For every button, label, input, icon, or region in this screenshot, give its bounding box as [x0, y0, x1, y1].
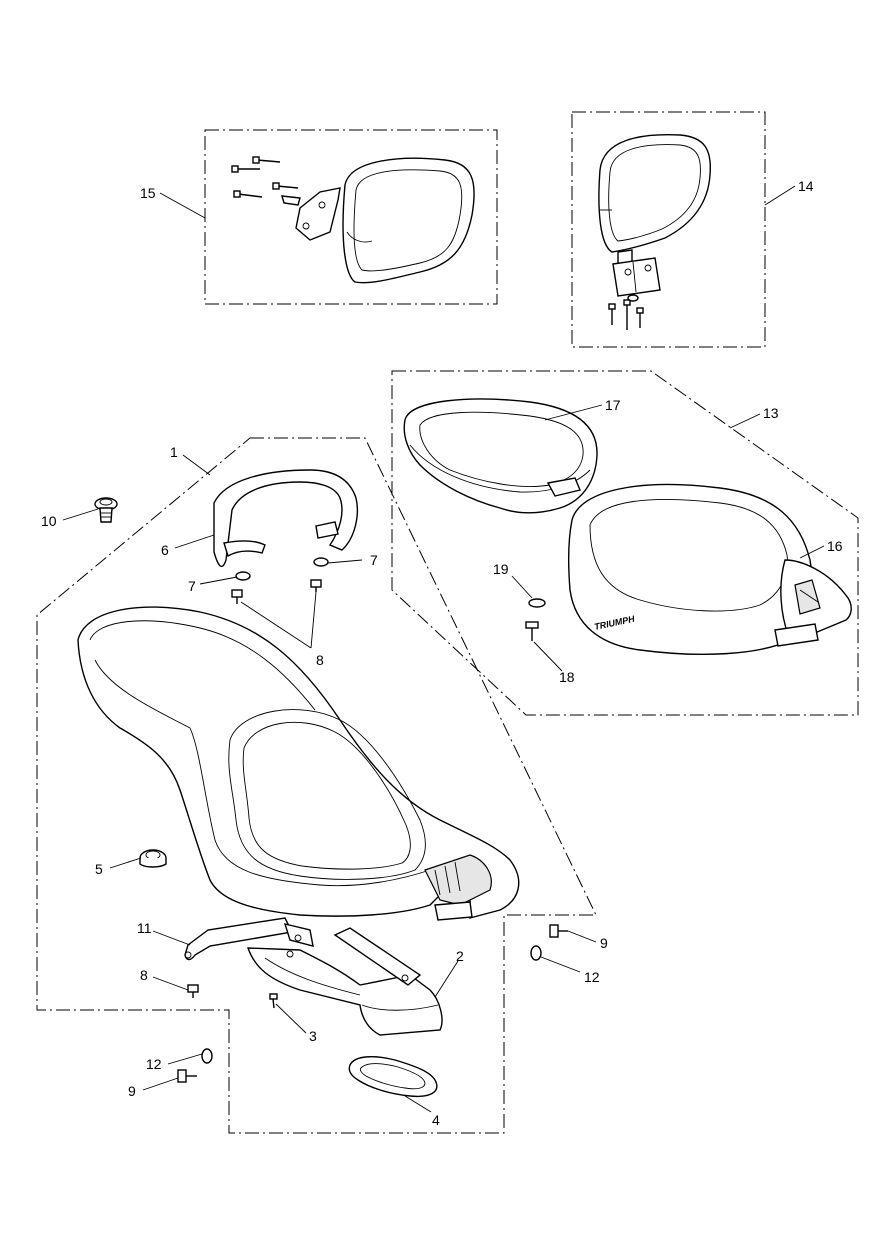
- label-6: 6: [161, 542, 169, 558]
- grab-rail-6: [213, 469, 359, 568]
- label-19: 19: [493, 561, 509, 577]
- dual-seat-1: [77, 606, 520, 921]
- label-9-left: 9: [128, 1083, 136, 1099]
- gasket-4: [348, 1056, 438, 1098]
- bracket-11: [184, 917, 314, 961]
- washer-12-left: [201, 1048, 213, 1064]
- group-15-boundary: [204, 129, 498, 305]
- label-12-left: 12: [146, 1056, 162, 1072]
- label-12-right: 12: [584, 969, 600, 985]
- washer-12-right: [530, 945, 542, 961]
- label-3: 3: [309, 1028, 317, 1044]
- bolt-9-right: [549, 924, 568, 938]
- label-14: 14: [798, 178, 814, 194]
- pillion-seat-17: [403, 398, 598, 514]
- washer-7-left: [235, 571, 251, 581]
- label-8-upper: 8: [316, 652, 324, 668]
- backrest-15-assembly: [231, 156, 475, 284]
- bolt-8-left: [231, 589, 243, 604]
- undertray-2: [246, 927, 443, 1036]
- solo-seat-16: TRIUMPH: [567, 483, 852, 655]
- bolt-9-left: [177, 1069, 197, 1083]
- label-7-right: 7: [370, 552, 378, 568]
- label-8-lower: 8: [140, 967, 148, 983]
- label-17: 17: [605, 397, 621, 413]
- label-15: 15: [140, 185, 156, 201]
- group-13-boundary: [391, 370, 859, 716]
- label-7-left: 7: [188, 578, 196, 594]
- label-16: 16: [827, 538, 843, 554]
- label-13: 13: [763, 405, 779, 421]
- label-1: 1: [170, 444, 178, 460]
- bolt-8-lower: [187, 984, 199, 998]
- label-5: 5: [95, 861, 103, 877]
- label-11: 11: [137, 920, 152, 936]
- rubber-buffer-5: [139, 849, 167, 868]
- group-14-boundary: [571, 111, 766, 348]
- label-2: 2: [456, 948, 464, 964]
- label-9-right: 9: [600, 935, 608, 951]
- leader-lines: [62, 185, 825, 1113]
- group-1-boundary: [36, 437, 597, 1134]
- washer-7-right: [313, 557, 329, 567]
- screw-18: [525, 621, 539, 641]
- label-10: 10: [41, 513, 57, 529]
- washer-19: [528, 598, 546, 608]
- bolt-10: [94, 497, 118, 523]
- bolt-8-right: [310, 579, 322, 592]
- backrest-14-assembly: [598, 133, 712, 330]
- label-4: 4: [432, 1112, 440, 1128]
- screw-3: [269, 993, 278, 1009]
- label-18: 18: [559, 669, 575, 685]
